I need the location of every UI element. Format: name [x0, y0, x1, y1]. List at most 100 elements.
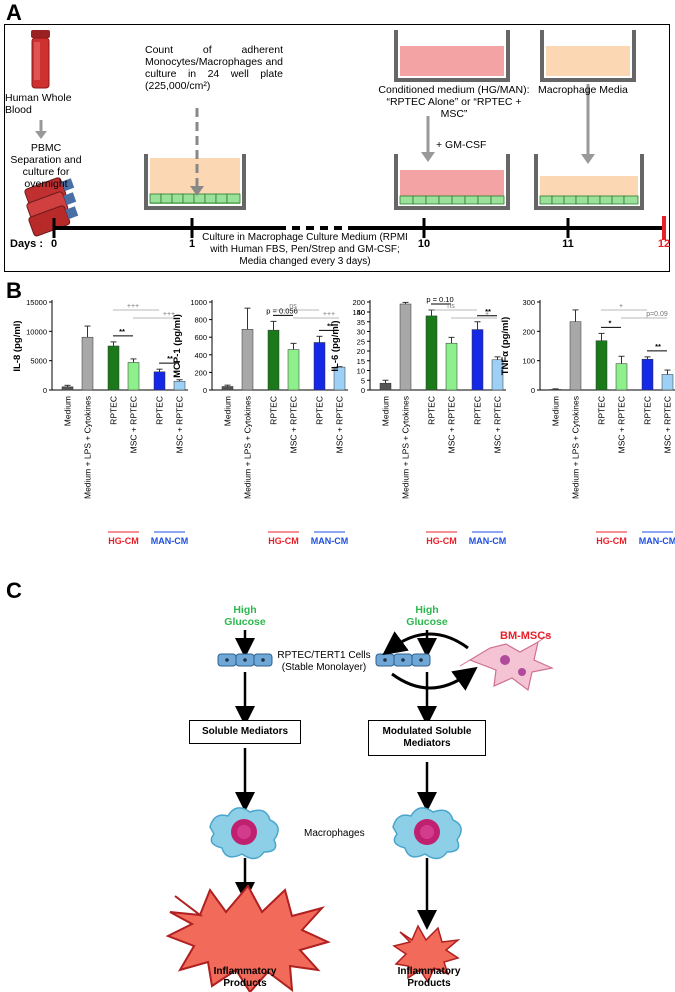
well-conditioned-top-icon: [394, 30, 510, 82]
chart-1-xlabel: Medium + LPS + Cytokines: [243, 396, 253, 499]
chart-1-xlabel: MSC + RPTEC: [335, 396, 345, 453]
conditioned-label: Conditioned medium (HG/MAN): “RPTEC Alon…: [378, 84, 530, 120]
chart-1-annot: +++: [323, 311, 335, 318]
chart-2-annot: ns: [447, 303, 455, 310]
macrophage-media-label: Macrophage Media: [538, 84, 628, 96]
chart-2-bar: [399, 303, 412, 391]
chart-3-xlabel: MSC + RPTEC: [663, 396, 673, 453]
tick-day-11: 11: [562, 238, 574, 250]
chart-3-xlabel: MSC + RPTEC: [617, 396, 627, 453]
chart-3-xlabel: Medium: [551, 396, 561, 426]
chart-0-group-label: MAN-CM: [151, 536, 189, 546]
chart-1-xlabel: MSC + RPTEC: [289, 396, 299, 453]
blood-tube-icon: [31, 30, 50, 89]
chart-1-ytick-label: 800: [194, 316, 207, 325]
chart-3-bar: [641, 358, 654, 391]
panel-a-graphics: [24, 30, 666, 240]
tick-day-10: 10: [417, 238, 431, 250]
chart-2-ytick-label: 5: [361, 376, 365, 385]
msc-cells-icon: [459, 633, 554, 692]
blood-label: Human Whole Blood: [5, 92, 72, 116]
chart-1-xlabel: RPTEC: [269, 396, 279, 425]
chart-1-ytick-label: 0: [203, 386, 207, 395]
chart-2-ytick-label: 0: [361, 386, 365, 395]
chart-3-ylabel: TNFα (pg/ml): [500, 317, 511, 376]
chart-3-xlabel: RPTEC: [597, 396, 607, 425]
chart-2-annot: **: [485, 307, 491, 316]
chart-3-bar: [661, 374, 674, 391]
chart-2-ytick-label: 10: [357, 367, 365, 376]
panel-a-frame: [4, 24, 670, 272]
inflammatory-small-icon: [392, 924, 461, 984]
chart-2-xlabel: RPTEC: [427, 396, 437, 425]
chart-3-ytick-label: 200: [522, 327, 535, 336]
modulated-mediators-box: Modulated Soluble Mediators: [368, 720, 486, 756]
chart-2-bar: [425, 315, 438, 391]
well-day1-icon: [144, 108, 246, 210]
well-day10-icon: [394, 154, 510, 210]
chart-2-bar: [445, 342, 458, 391]
chart-1-bar: [267, 329, 280, 391]
chart-0-annot: +++: [163, 311, 175, 318]
chart-2-annot: p = 0.10: [426, 295, 453, 304]
chart-2-xlabel: RPTEC: [473, 396, 483, 425]
well-day11-icon: [534, 154, 644, 210]
inflammatory-right-label: Inflammatory Products: [397, 966, 461, 989]
chart-0-bar: [61, 386, 74, 391]
chart-2-xlabel: MSC + RPTEC: [493, 396, 503, 453]
tick-day-1: 1: [188, 238, 196, 250]
chart-0-bar: [127, 362, 140, 391]
cell-monolayer-left-icon: [217, 653, 273, 667]
chart-3-bar: [549, 389, 562, 391]
chart-2-ytick-label: 150: [352, 308, 365, 317]
chart-3-annot: +: [619, 303, 623, 310]
chart-0-annot: **: [119, 327, 125, 336]
chart-0-ytick-label: 0: [43, 386, 47, 395]
chart-3-ytick-label: 100: [522, 357, 535, 366]
chart-0-annot: +++: [127, 303, 139, 310]
chart-0-ytick-label: 15000: [26, 298, 47, 307]
chart-1-bar: [221, 386, 234, 391]
chart-1-xlabel: Medium: [223, 396, 233, 426]
chart-0-xlabel: Medium: [63, 396, 73, 426]
chart-1-xlabel: RPTEC: [315, 396, 325, 425]
chart-2-ylabel: IL-6 (pg/ml): [330, 320, 341, 371]
chart-0-bar: [153, 371, 166, 391]
chart-2-ytick-label: 35: [357, 318, 365, 327]
chart-0-ytick-label: 10000: [26, 327, 47, 336]
chart-0-bar: [81, 336, 94, 391]
chart-3-bar: [569, 321, 582, 391]
chart-2-group-label: MAN-CM: [469, 536, 507, 546]
chart-2-xlabel: Medium: [381, 396, 391, 426]
chart-0-ytick-label: 5000: [30, 357, 47, 366]
chart-2-annot: +: [485, 311, 489, 318]
chart-3-xlabel: RPTEC: [643, 396, 653, 425]
chart-2-bar: [379, 382, 392, 391]
chart-1-bar: [241, 329, 254, 391]
chart-2-ytick-label: 25: [357, 337, 365, 346]
well-macrophage-top-icon: [540, 30, 636, 82]
macrophage-left-icon: [209, 807, 279, 860]
chart-0-annot: **: [167, 354, 173, 363]
panel-a-letter: A: [6, 0, 22, 25]
chart-2-xlabel: MSC + RPTEC: [447, 396, 457, 453]
chart-0-bar: [173, 380, 186, 391]
chart-3-annot: **: [655, 342, 661, 351]
chart-3-group-label: HG-CM: [596, 536, 627, 546]
soluble-mediators-box: Soluble Mediators: [189, 720, 301, 744]
chart-3-bar: [615, 363, 628, 391]
chart-0-ylabel: IL-8 (pg/ml): [12, 320, 23, 371]
chart-3-annot: *: [609, 318, 612, 327]
chart-0-group-label: HG-CM: [108, 536, 139, 546]
chart-2-ytick-label: 200: [352, 298, 365, 307]
chart-0-xlabel: RPTEC: [155, 396, 165, 425]
chart-1-ytick-label: 1000: [190, 298, 207, 307]
chart-3-ytick-label: 0: [531, 386, 535, 395]
chart-2-ytick-label: 30: [357, 328, 365, 337]
chart-0-bar: [107, 345, 120, 391]
chart-1-ytick-label: 200: [194, 368, 207, 377]
chart-1-ytick-label: 600: [194, 333, 207, 342]
chart-0-xlabel: Medium + LPS + Cytokines: [83, 396, 93, 499]
chart-1-annot: p = 0.056: [266, 306, 298, 315]
chart-1-group-label: HG-CM: [268, 536, 299, 546]
